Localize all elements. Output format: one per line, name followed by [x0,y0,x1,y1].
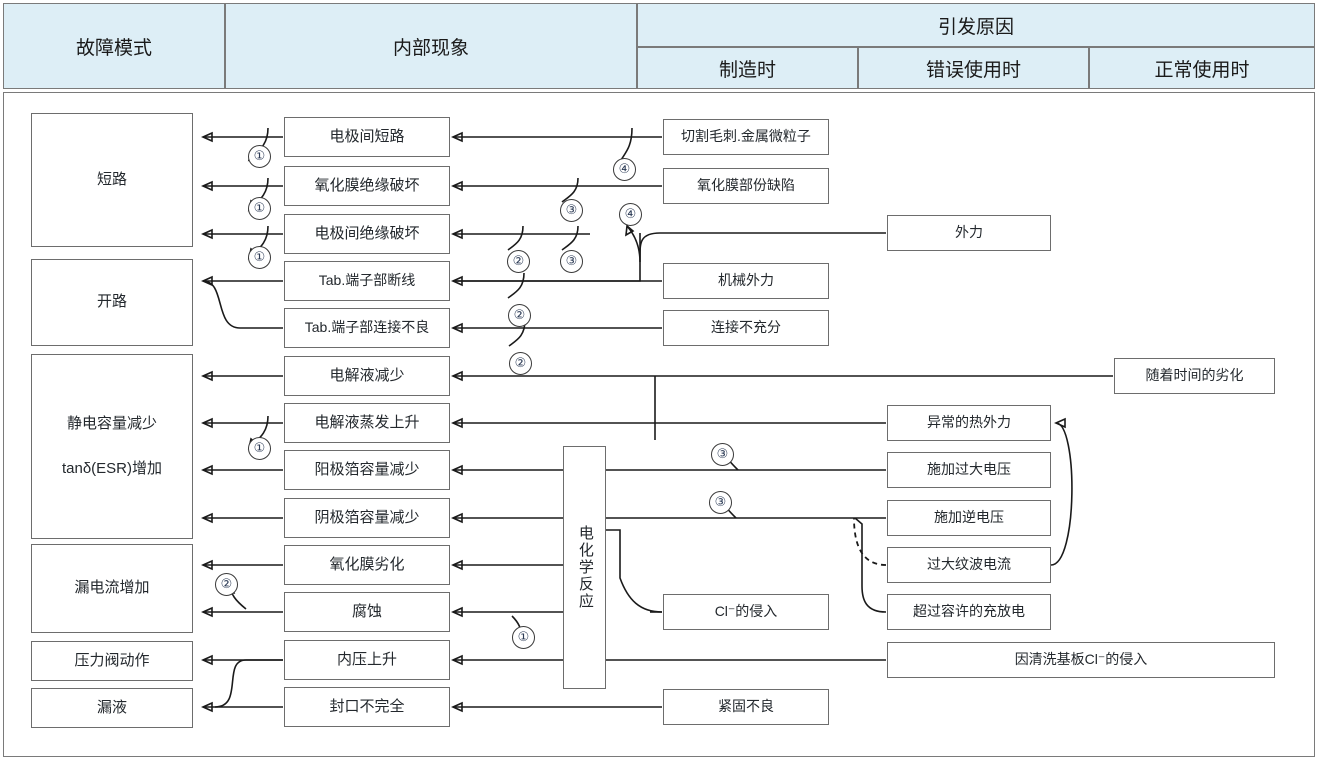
cause-excessive-ripple-current[interactable]: 过大纹波电流 [887,547,1051,583]
cause-chloride-from-board-cleaning[interactable]: 因清洗基板Cl⁻的侵入 [887,642,1275,678]
fault-mode-leakage-current[interactable]: 漏电流增加 [31,544,193,633]
fault-mode-label: 漏液 [96,698,127,716]
step-marker-①: ① [248,246,271,269]
phenomenon-tab-terminal-bad-connection[interactable]: Tab.端子部连接不良 [284,308,450,348]
step-marker-①: ① [248,197,271,220]
step-marker-④: ④ [613,158,636,181]
header-cell-cause-group: 引发原因 [637,3,1315,47]
phenomenon-cathode-foil-capacitance-drop[interactable]: 阴极箔容量减少 [284,498,450,538]
cause-overvoltage-applied[interactable]: 施加过大电压 [887,452,1051,488]
step-marker-③: ③ [560,199,583,222]
fault-mode-open-circuit[interactable]: 开路 [31,259,193,346]
fault-mode-label: 短路 [96,170,127,188]
cause-poor-fastening[interactable]: 紧固不良 [663,689,829,725]
header-cell-misuse: 错误使用时 [858,47,1089,89]
phenomenon-electrolyte-decrease[interactable]: 电解液减少 [284,356,450,396]
cause-reverse-voltage-applied[interactable]: 施加逆电压 [887,500,1051,536]
phenomenon-electrode-short[interactable]: 电极间短路 [284,117,450,157]
fault-mode-label: 压力阀动作 [74,651,150,669]
cause-chloride-ion-intrusion[interactable]: Cl⁻的侵入 [663,594,829,630]
phenomenon-corrosion[interactable]: 腐蚀 [284,592,450,632]
fault-mode-label: 开路 [96,293,127,311]
step-marker-③: ③ [709,491,732,514]
cause-abnormal-thermal-stress[interactable]: 异常的热外力 [887,405,1051,441]
header-cell-manufacturing: 制造时 [637,47,858,89]
phenomenon-tab-terminal-break[interactable]: Tab.端子部断线 [284,261,450,301]
step-marker-③: ③ [711,443,734,466]
phenomenon-oxide-film-degradation[interactable]: 氧化膜劣化 [284,545,450,585]
step-marker-①: ① [248,437,271,460]
step-marker-①: ① [512,626,535,649]
step-marker-①: ① [248,145,271,168]
fault-mode-label: 漏电流增加 [74,579,150,597]
step-marker-②: ② [507,250,530,273]
fault-mode-short-circuit[interactable]: 短路 [31,113,193,247]
fault-mode-label-b: tanδ(ESR)增加 [61,459,163,477]
phenomenon-anode-foil-capacitance-drop[interactable]: 阳极箔容量减少 [284,450,450,490]
electrochemical-reaction-box[interactable]: 电化学反应 [563,446,606,689]
fault-mode-label-a: 静电容量减少 [66,414,157,432]
cause-mechanical-external-force[interactable]: 机械外力 [663,263,829,299]
phenomenon-interelectrode-insulation-breakdown[interactable]: 电极间绝缘破坏 [284,214,450,254]
header-cell-normal-use: 正常使用时 [1089,47,1315,89]
cause-cutting-burr-metal-particles[interactable]: 切割毛刺.金属微粒子 [663,119,829,155]
cause-over-allowed-charge-discharge[interactable]: 超过容许的充放电 [887,594,1051,630]
step-marker-②: ② [508,304,531,327]
cause-oxide-film-partial-defect[interactable]: 氧化膜部份缺陷 [663,168,829,204]
step-marker-②: ② [509,352,532,375]
step-marker-④: ④ [619,203,642,226]
phenomenon-incomplete-sealing[interactable]: 封口不完全 [284,687,450,727]
phenomenon-internal-pressure-rise[interactable]: 内压上升 [284,640,450,680]
cause-aging-over-time[interactable]: 随着时间的劣化 [1114,358,1275,394]
cause-external-force[interactable]: 外力 [887,215,1051,251]
fault-mode-capacitance-drop[interactable]: 静电容量减少 tanδ(ESR)增加 [31,354,193,539]
phenomenon-oxide-film-insulation-breakdown[interactable]: 氧化膜绝缘破坏 [284,166,450,206]
header-cell-internal-phenomena: 内部现象 [225,3,637,89]
phenomenon-electrolyte-evaporation[interactable]: 电解液蒸发上升 [284,403,450,443]
cause-insufficient-connection[interactable]: 连接不充分 [663,310,829,346]
step-marker-②: ② [215,573,238,596]
fault-mode-liquid-leak[interactable]: 漏液 [31,688,193,728]
step-marker-③: ③ [560,250,583,273]
header-cell-fault-mode: 故障模式 [3,3,225,89]
fault-mode-pressure-valve[interactable]: 压力阀动作 [31,641,193,681]
